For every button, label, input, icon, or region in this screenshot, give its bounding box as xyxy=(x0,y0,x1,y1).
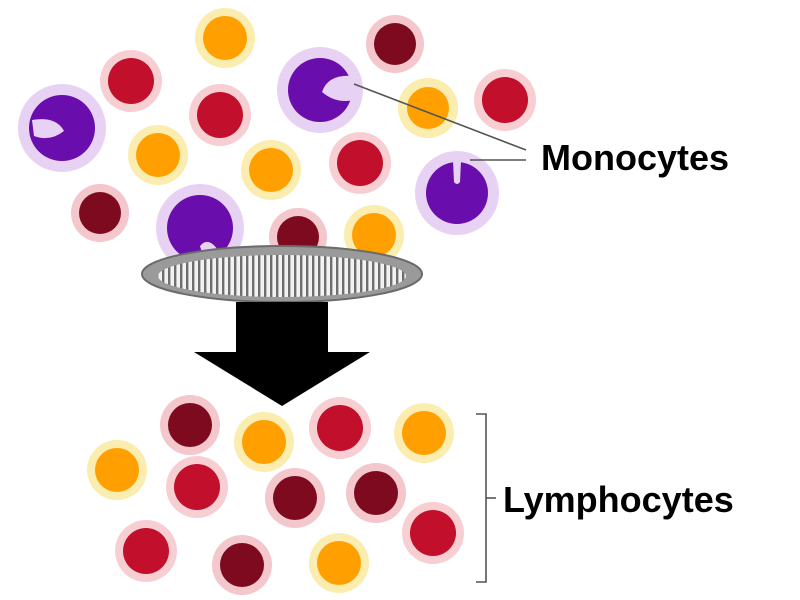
monocyte-cell xyxy=(277,47,363,133)
red-cell xyxy=(115,520,177,582)
lymphocytes-label: Lymphocytes xyxy=(503,479,734,520)
orange-cell xyxy=(394,403,454,463)
lymphocytes-bracket xyxy=(476,413,496,583)
orange-cell xyxy=(87,440,147,500)
red-cell xyxy=(100,50,162,112)
dark-red-cell xyxy=(71,184,129,242)
dark-red-cell xyxy=(212,535,272,595)
red-cell xyxy=(166,456,228,518)
dark-red-cell xyxy=(265,468,325,528)
orange-cell xyxy=(241,140,301,200)
red-cell xyxy=(329,132,391,194)
orange-cell xyxy=(195,8,255,68)
red-cell xyxy=(309,397,371,459)
down-arrow xyxy=(194,302,370,406)
red-cell xyxy=(474,69,536,131)
orange-cell xyxy=(234,412,294,472)
monocyte-cell xyxy=(415,151,499,235)
mixed-cells-group xyxy=(18,8,536,272)
orange-cell xyxy=(128,125,188,185)
monocytes-label: Monocytes xyxy=(541,137,729,178)
monocyte-cell xyxy=(18,84,106,172)
filter-disk xyxy=(141,245,423,303)
dark-red-cell xyxy=(346,463,406,523)
monocytes-pointer-lines xyxy=(353,83,527,161)
red-cell xyxy=(402,502,464,564)
dark-red-cell xyxy=(160,395,220,455)
dark-red-cell xyxy=(366,15,424,73)
orange-cell xyxy=(309,533,369,593)
lymphocytes-group xyxy=(87,395,464,595)
orange-cell xyxy=(398,78,458,138)
red-cell xyxy=(189,84,251,146)
